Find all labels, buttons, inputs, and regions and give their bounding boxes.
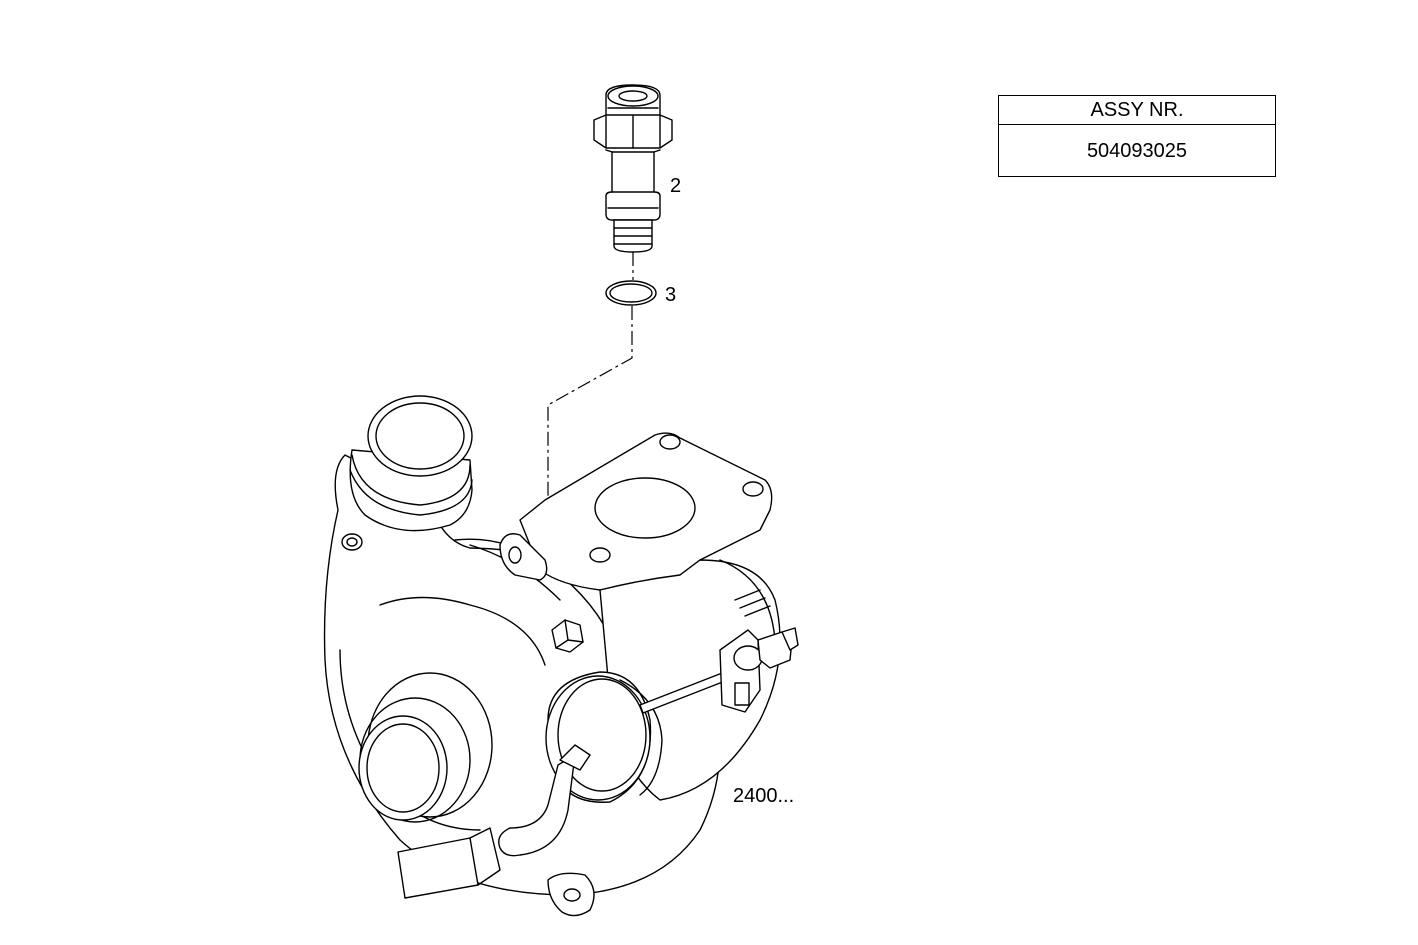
fitting-part-2 [593, 84, 673, 253]
callout-label-2400: 2400... [733, 785, 795, 807]
assembly-centerline [547, 252, 634, 580]
seal-ring-part-3 [605, 280, 657, 306]
callout-label-2: 2 [670, 175, 682, 197]
callout-label-3: 3 [665, 284, 677, 306]
assembly-number-header: ASSY NR. [999, 96, 1275, 125]
assembly-number-value: 504093025 [1086, 140, 1188, 162]
turbocharger-assembly [323, 395, 799, 917]
assembly-number-table: ASSY NR. 504093025 [998, 95, 1276, 177]
